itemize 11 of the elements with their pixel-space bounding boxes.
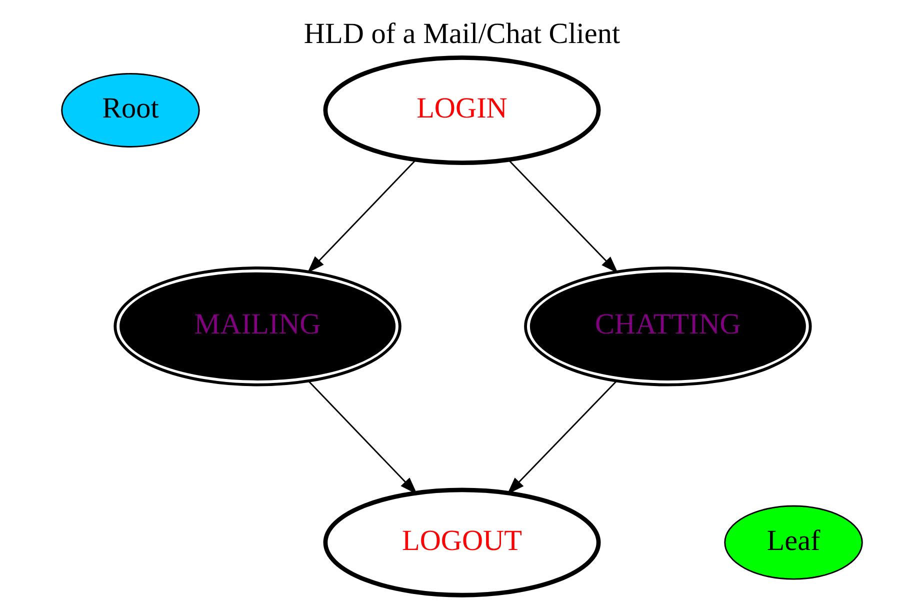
node-ellipse: CHATTING [524, 266, 812, 386]
node-ellipse: MAILING [114, 266, 402, 386]
arrow [508, 160, 618, 274]
node-ellipse: Leaf [724, 505, 863, 580]
arrow [307, 160, 416, 274]
node-ellipse: LOGIN [323, 56, 601, 166]
arrow [507, 380, 617, 494]
diagram-title: HLD of a Mail/Chat Client [304, 18, 620, 50]
arrow [308, 380, 418, 494]
node-ellipse: LOGOUT [323, 488, 601, 598]
node-ellipse: Root [61, 73, 200, 148]
